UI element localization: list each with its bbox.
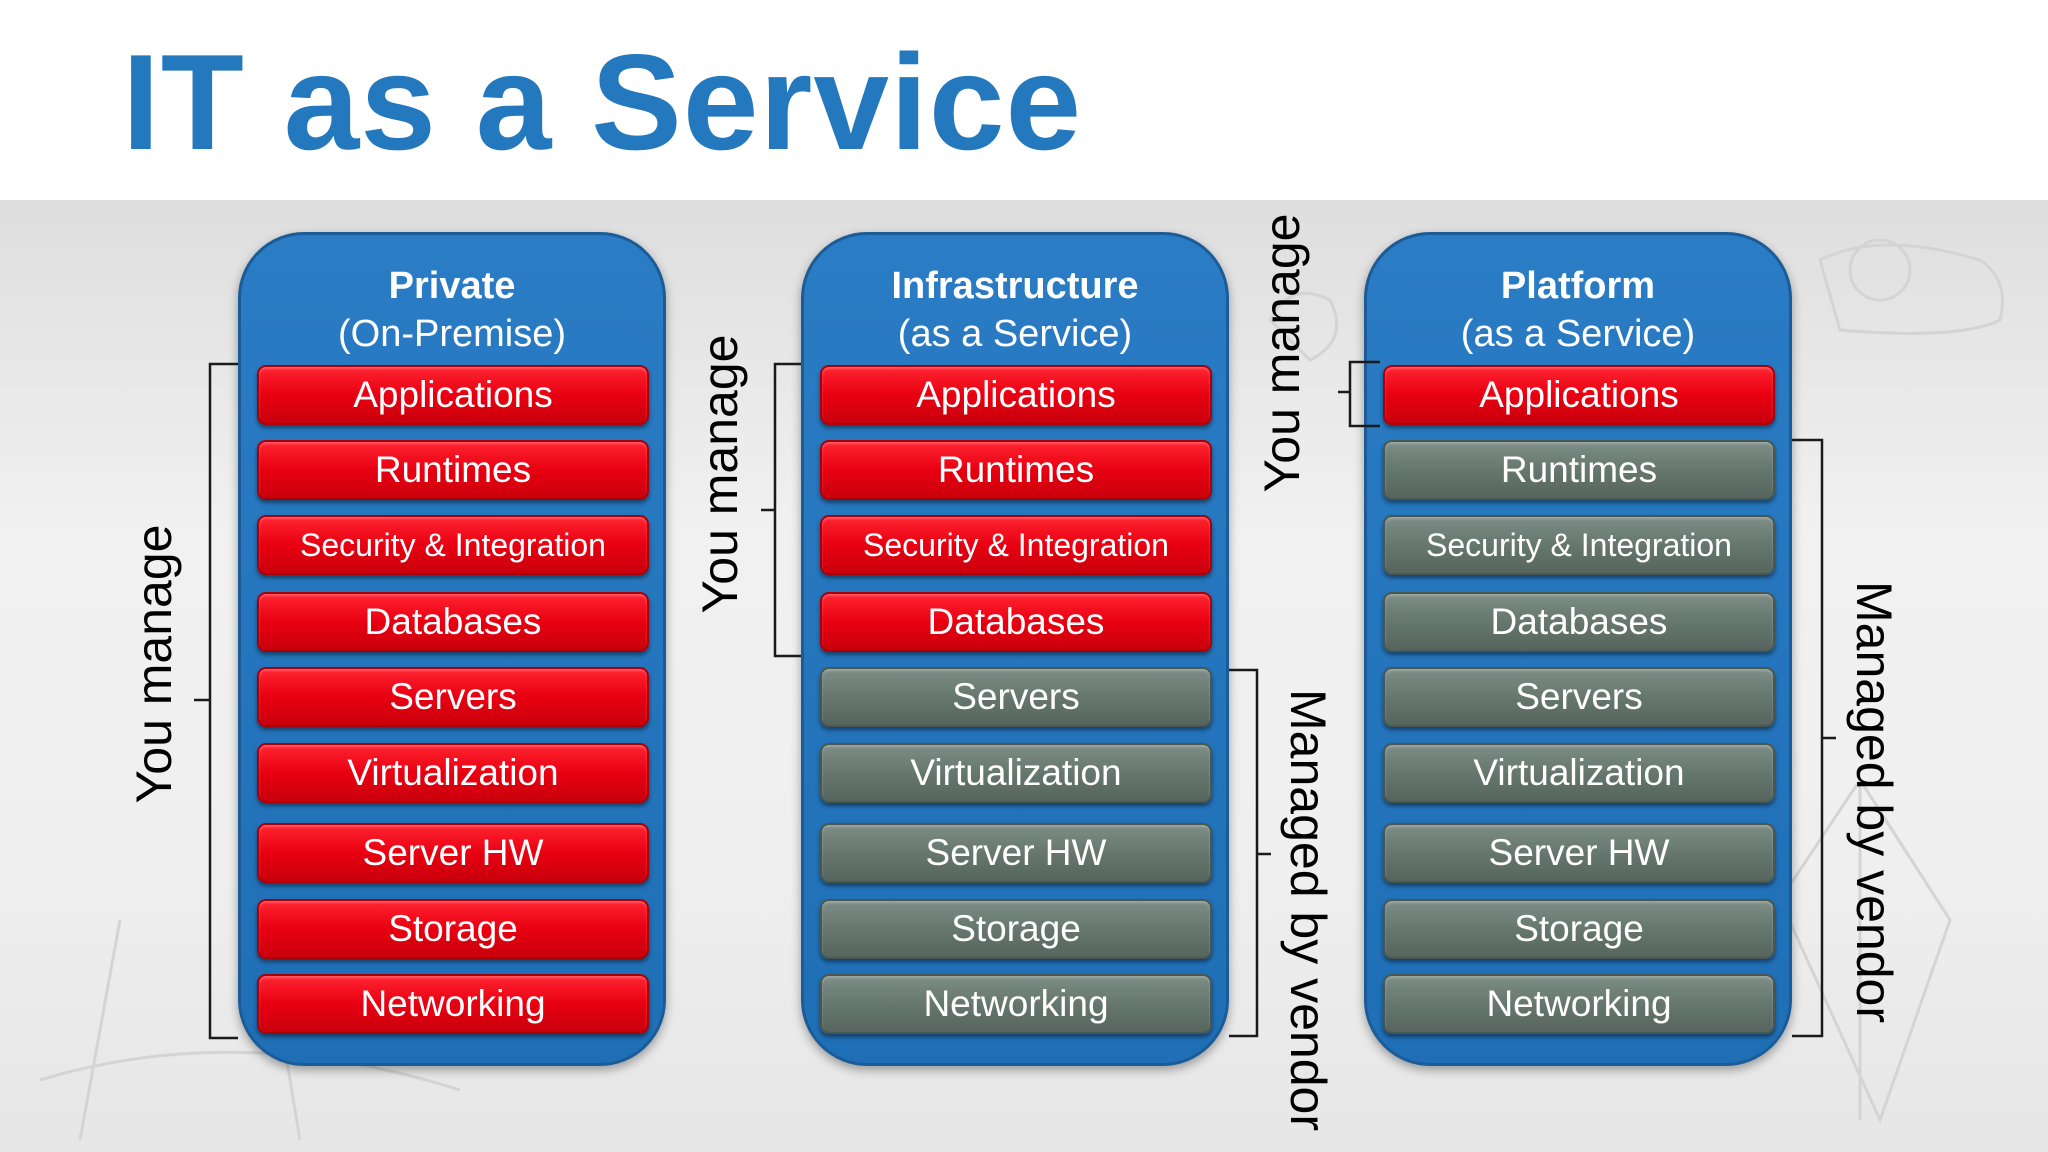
layer-networking: Networking — [820, 974, 1212, 1034]
column-infrastructure: Infrastructure (as a Service) Applicatio… — [801, 232, 1229, 1066]
layer-networking: Networking — [257, 974, 649, 1034]
you-manage-label-iaas: You manage — [692, 334, 748, 614]
layer-runtimes: Runtimes — [1383, 440, 1775, 500]
layer-servers: Servers — [257, 667, 649, 727]
layer-applications: Applications — [257, 365, 649, 425]
slide-title: IT as a Service — [122, 26, 1083, 178]
vendor-label-paas: Managed by vendor — [1846, 581, 1902, 1023]
layer-security-integration: Security & Integration — [820, 515, 1212, 575]
column-title: Platform — [1500, 265, 1656, 307]
layer-databases: Databases — [1383, 592, 1775, 652]
layer-servers: Servers — [1383, 667, 1775, 727]
layer-storage: Storage — [1383, 899, 1775, 959]
layer-storage: Storage — [820, 899, 1212, 959]
layer-virtualization: Virtualization — [820, 743, 1212, 803]
layer-runtimes: Runtimes — [257, 440, 649, 500]
column-subtitle: (On-Premise) — [337, 313, 567, 355]
you-manage-label-paas: You manage — [1254, 213, 1310, 493]
layer-server-hw: Server HW — [257, 823, 649, 883]
layer-storage: Storage — [257, 899, 649, 959]
layer-server-hw: Server HW — [1383, 823, 1775, 883]
layer-virtualization: Virtualization — [257, 743, 649, 803]
layer-databases: Databases — [820, 592, 1212, 652]
layer-runtimes: Runtimes — [820, 440, 1212, 500]
layer-databases: Databases — [257, 592, 649, 652]
layer-virtualization: Virtualization — [1383, 743, 1775, 803]
column-subtitle: (as a Service) — [897, 313, 1133, 355]
layer-servers: Servers — [820, 667, 1212, 727]
slide-header: IT as a Service — [0, 0, 2048, 200]
layer-networking: Networking — [1383, 974, 1775, 1034]
column-title: Private — [388, 265, 516, 307]
vendor-label-iaas: Managed by vendor — [1280, 689, 1336, 1131]
you-manage-label-private: You manage — [126, 524, 182, 804]
layer-applications: Applications — [820, 365, 1212, 425]
layer-applications: Applications — [1383, 365, 1775, 425]
column-title: Infrastructure — [891, 265, 1139, 307]
layer-security-integration: Security & Integration — [1383, 515, 1775, 575]
layer-security-integration: Security & Integration — [257, 515, 649, 575]
layer-server-hw: Server HW — [820, 823, 1212, 883]
column-subtitle: (as a Service) — [1460, 313, 1696, 355]
